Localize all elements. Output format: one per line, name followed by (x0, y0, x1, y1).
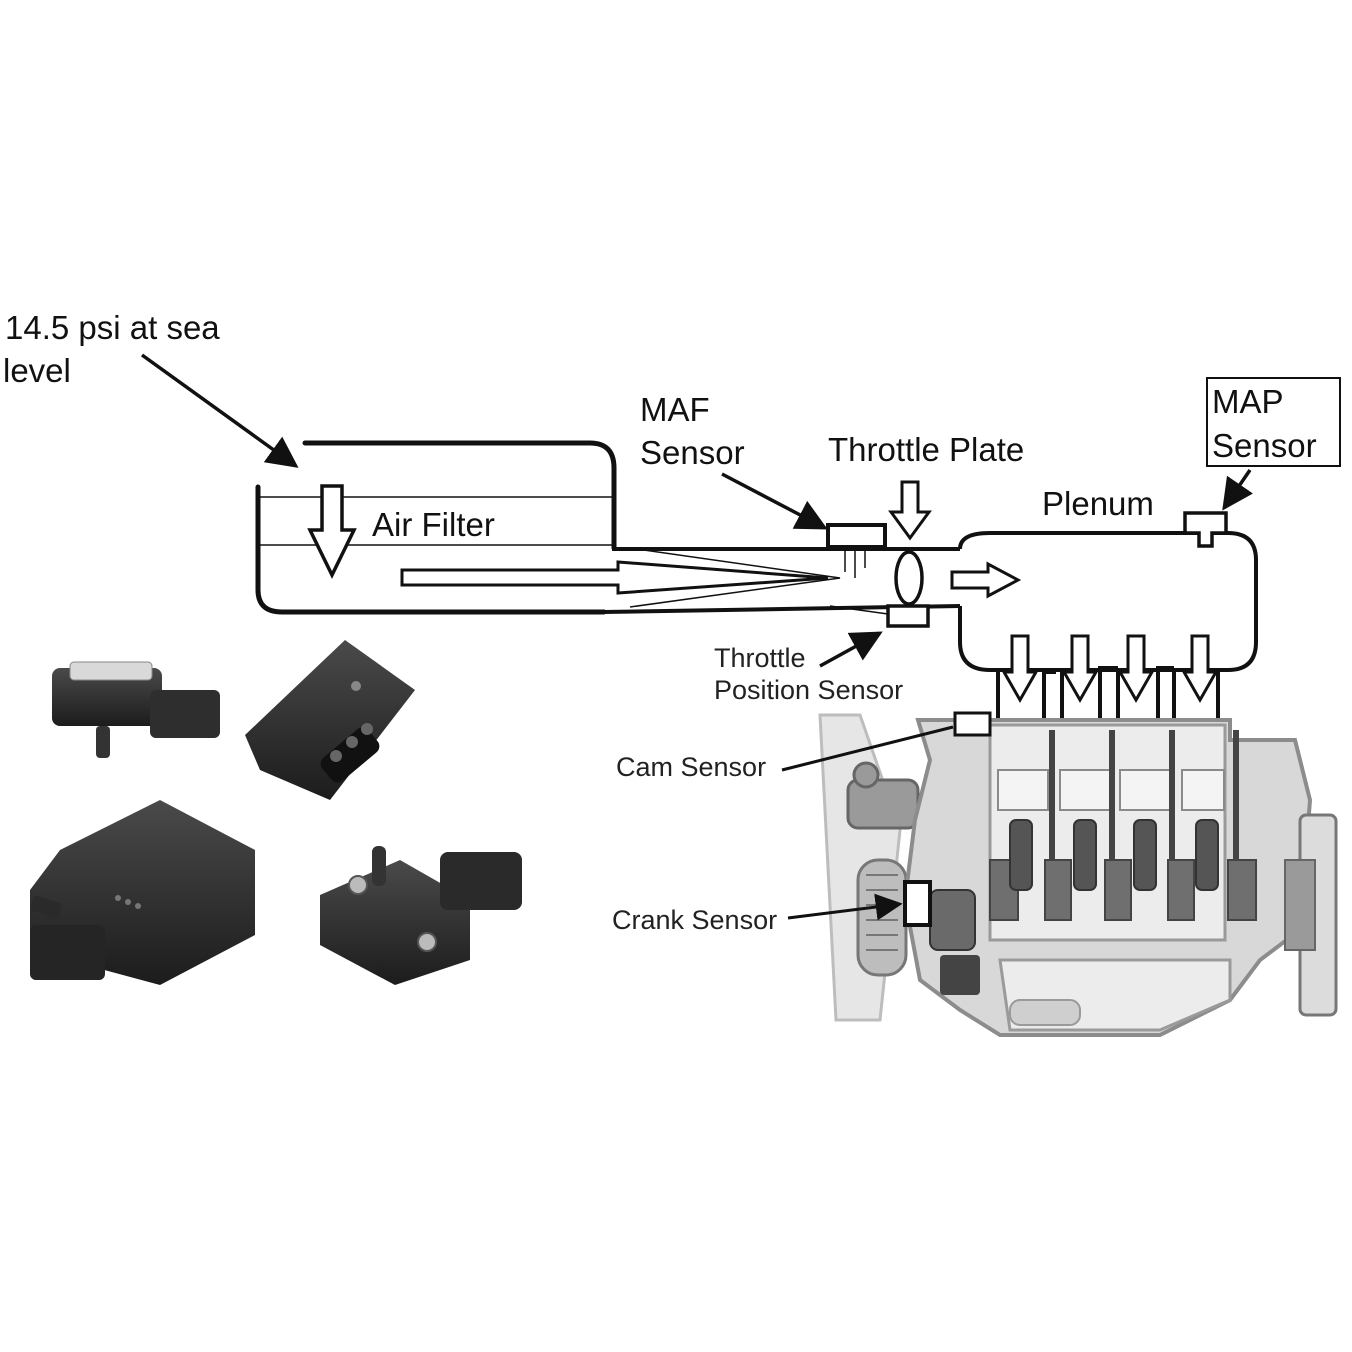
tps-arrow (819, 631, 883, 668)
maf-label-line2: Sensor (640, 434, 745, 471)
runner-arrows (1001, 634, 1219, 704)
pressure-label-line1: 14.5 psi at sea (5, 309, 220, 346)
map-sensor-fitting (1183, 511, 1228, 548)
plenum-label: Plenum (1042, 485, 1154, 522)
map-sensor-label-box (1206, 377, 1341, 467)
throttle-down-arrow-icon (888, 480, 932, 541)
crank-arrow (787, 893, 903, 921)
intake-runners (996, 666, 1220, 720)
crank-sensor-block (903, 880, 932, 927)
maf-label-line1: MAF (640, 391, 710, 428)
map-sensor-product-icon (30, 640, 522, 985)
right-arrow-icon (950, 561, 1022, 599)
maf-arrow (721, 472, 828, 530)
air-filter-label: Air Filter (372, 506, 495, 543)
map-arrow (1222, 469, 1254, 511)
cam-sensor-block (953, 711, 992, 737)
tps-label-line1: Throttle (714, 643, 806, 673)
map-label-line2: Sensor (1212, 427, 1317, 464)
map-label-line1: MAP (1212, 383, 1284, 420)
intake-flow-arrow-icon (400, 560, 829, 595)
crank-sensor-label: Crank Sensor (612, 905, 778, 935)
pressure-arrow (140, 353, 299, 468)
tps-block (886, 604, 930, 628)
tps-label-line2: Position Sensor (714, 675, 904, 705)
engine-cross-section (818, 713, 1338, 1037)
throttle-plate (894, 550, 924, 606)
maf-sensor-block (826, 523, 887, 549)
plenum (958, 531, 1258, 672)
cam-sensor-label: Cam Sensor (616, 752, 767, 782)
cam-leader-line (781, 725, 954, 772)
air-filter-housing (255, 440, 617, 615)
pressure-label-line2: level (3, 352, 71, 389)
down-arrow-icon (307, 484, 357, 579)
throttle-plate-label: Throttle Plate (828, 431, 1025, 468)
